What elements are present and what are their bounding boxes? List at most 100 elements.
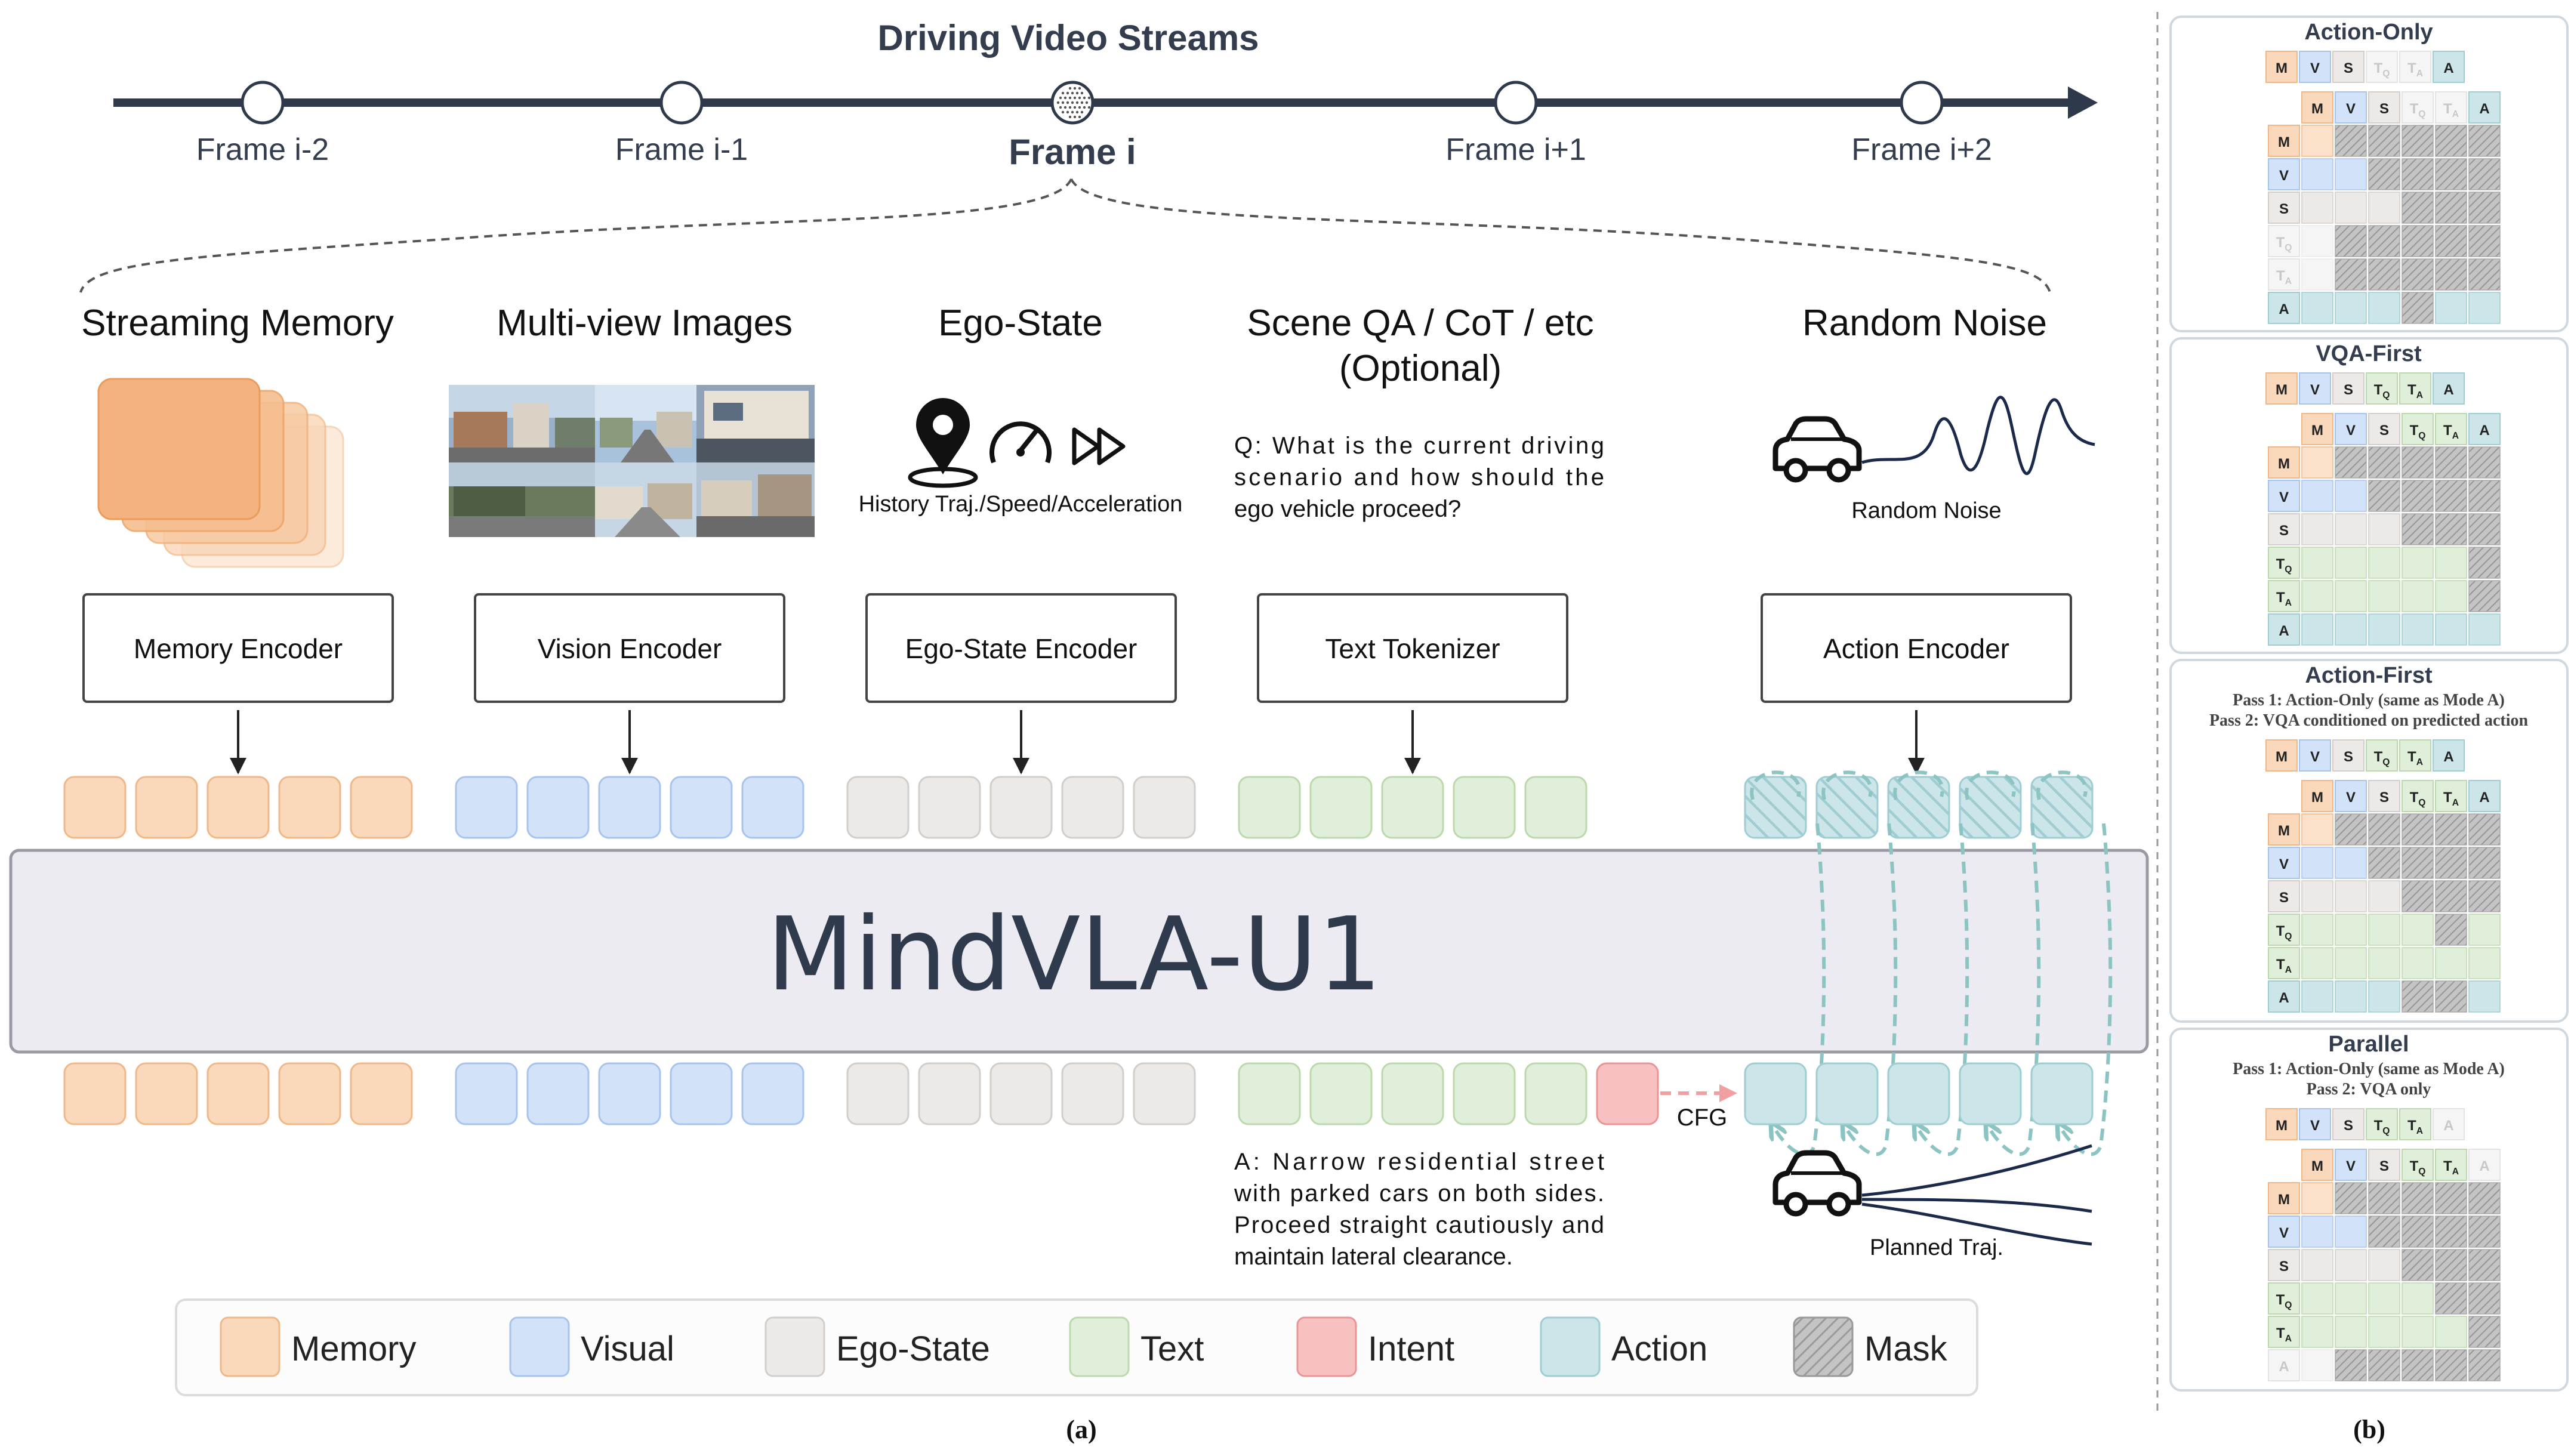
attend-cell	[2301, 1216, 2333, 1248]
attend-cell	[2335, 880, 2367, 912]
sequence-token	[2366, 739, 2398, 772]
ego-token	[989, 776, 1053, 839]
column-header	[2468, 1149, 2501, 1181]
masked-cell	[2435, 1349, 2467, 1381]
input-title-ego: Ego-State	[938, 303, 1103, 344]
memory-token	[206, 1062, 270, 1125]
legend-swatch	[509, 1316, 570, 1377]
token-label: A	[2479, 101, 2489, 117]
masked-cell	[2468, 847, 2501, 879]
masked-cell	[2402, 225, 2434, 257]
text-token	[1309, 1062, 1373, 1125]
sequence-token	[2332, 51, 2365, 83]
masked-cell	[2368, 125, 2400, 157]
sequence-token	[2299, 1108, 2331, 1140]
token-label: V	[2310, 60, 2320, 76]
row-header	[2268, 292, 2300, 324]
attend-cell	[2301, 1349, 2333, 1381]
masked-cell	[2435, 513, 2467, 545]
attend-cell	[2368, 1316, 2400, 1348]
legend-swatch	[220, 1316, 280, 1377]
token-label: V	[2279, 1225, 2289, 1241]
masked-cell	[2402, 292, 2434, 324]
masked-cell	[2402, 813, 2434, 846]
attend-cell	[2335, 613, 2367, 646]
action-encoder-label: Action Encoder	[1823, 633, 2009, 664]
masked-cell	[2435, 258, 2467, 291]
row-header	[2268, 258, 2300, 291]
row-header	[2268, 980, 2300, 1013]
column-header	[2301, 780, 2333, 812]
attend-cell	[2301, 947, 2333, 979]
masked-cell	[2468, 580, 2501, 612]
attend-cell	[2402, 547, 2434, 579]
legend-label: Visual	[581, 1329, 674, 1368]
row-header	[2268, 446, 2300, 479]
legend-swatch	[1069, 1316, 1130, 1377]
sequence-token	[2265, 51, 2298, 83]
token-label: S	[2379, 101, 2389, 117]
masked-cell	[2435, 1216, 2467, 1248]
output-token-row	[63, 1062, 2094, 1125]
legend-item-mask: Mask	[1793, 1316, 1948, 1377]
ego-state-icons: History Traj./Speed/Acceleration	[859, 398, 1182, 517]
attend-cell	[2368, 580, 2400, 612]
camera-view-front-right	[696, 385, 815, 462]
action-encoder-block: Action Encoder	[1761, 593, 2072, 775]
row-header	[2268, 1282, 2300, 1315]
sequence-token	[2399, 51, 2431, 83]
token-label: V	[2346, 422, 2356, 439]
attend-cell	[2402, 1282, 2434, 1315]
token-label: M	[2276, 749, 2288, 765]
sequence-token	[2299, 51, 2331, 83]
token-label: M	[2311, 101, 2323, 117]
token-label: M	[2278, 823, 2290, 839]
masked-cell	[2435, 158, 2467, 190]
token-label: TQ	[2374, 60, 2390, 79]
speedometer-icon	[989, 421, 1052, 464]
column-header	[2435, 780, 2467, 812]
question-line: ego vehicle proceed?	[1234, 496, 1461, 522]
masked-cell	[2468, 480, 2501, 512]
masked-cell	[2368, 158, 2400, 190]
row-header	[2268, 847, 2300, 879]
token-label: A	[2479, 422, 2489, 439]
masked-cell	[2335, 225, 2367, 257]
text-token	[1381, 776, 1444, 839]
attend-cell	[2301, 1249, 2333, 1281]
masked-cell	[2468, 258, 2501, 291]
scene-answer: A: Narrow residential street with parked…	[1234, 1149, 1604, 1270]
attend-cell	[2301, 1182, 2333, 1214]
token-label: A	[2279, 990, 2289, 1006]
action-token	[1959, 776, 2022, 839]
attend-cell	[2335, 580, 2367, 612]
planned-trajectory-caption: Planned Traj.	[1870, 1235, 2003, 1260]
noise-waveform	[1861, 396, 2095, 476]
frame-marker	[1494, 81, 1538, 125]
row-header	[2268, 880, 2300, 912]
memory-encoder-block: Memory Encoder	[82, 593, 394, 775]
denoise-loop-arc	[2059, 823, 2113, 1156]
ego-token	[918, 776, 981, 839]
vision-encoder-block: Vision Encoder	[474, 593, 785, 775]
column-header	[2301, 413, 2333, 445]
attend-cell	[2468, 947, 2501, 979]
token-label: TQ	[2410, 422, 2426, 441]
text-tokenizer-block: Text Tokenizer	[1257, 593, 1568, 775]
action-token	[1744, 1062, 1807, 1125]
attend-cell	[2301, 1282, 2333, 1315]
attend-cell	[2468, 292, 2501, 324]
input-title-noise: Random Noise	[1802, 303, 2047, 344]
mode-note: Pass 2: VQA only	[2307, 1080, 2431, 1099]
frame-marker	[1900, 81, 1944, 125]
text-token	[1453, 1062, 1516, 1125]
action-token	[1815, 1062, 1879, 1125]
text-token	[1381, 1062, 1444, 1125]
legend-item-memory: Memory	[220, 1316, 416, 1377]
token-label: S	[2279, 523, 2289, 539]
sequence-token	[2366, 1108, 2398, 1140]
attend-cell	[2335, 1216, 2367, 1248]
